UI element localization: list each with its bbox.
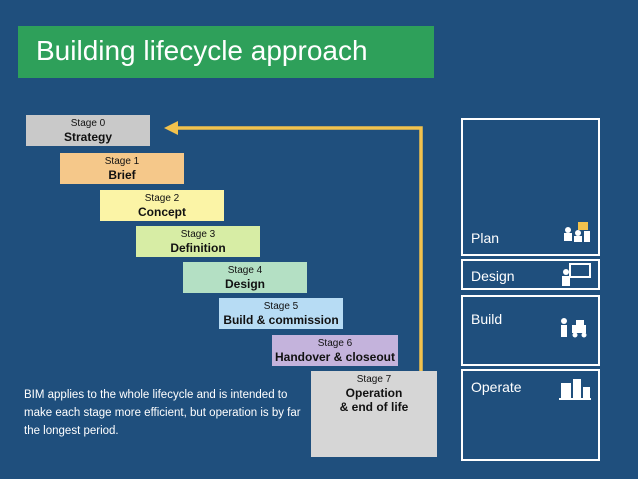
- stage-4: Stage 4 Design: [183, 262, 307, 293]
- title-banner: Building lifecycle approach: [18, 26, 434, 78]
- panel-design: Design: [461, 259, 600, 290]
- stage-0: Stage 0 Strategy: [26, 115, 150, 146]
- stage-number: Stage 4: [227, 265, 263, 276]
- stage-name: Concept: [138, 205, 186, 219]
- design-icon: [562, 263, 591, 286]
- stage-6: Stage 6 Handover & closeout: [272, 335, 398, 366]
- page-title: Building lifecycle approach: [36, 35, 368, 66]
- stage-name: Operation: [345, 386, 403, 400]
- panel-operate: Operate: [461, 369, 600, 461]
- stage-number: Stage 2: [144, 193, 180, 204]
- stage-number: Stage 3: [180, 229, 216, 240]
- stage-number: Stage 1: [104, 156, 140, 167]
- stage-name: Handover & closeout: [274, 350, 396, 364]
- stage-name-continued: & end of life: [339, 400, 409, 414]
- stage-number: Stage 6: [317, 338, 353, 349]
- stage-7: Stage 7 Operation & end of life: [311, 371, 437, 457]
- stage-name: Brief: [108, 168, 136, 182]
- stage-number: Stage 7: [356, 374, 392, 385]
- panel-label: Design: [471, 268, 515, 284]
- stage-name: Strategy: [63, 130, 113, 144]
- panel-label: Operate: [471, 379, 522, 395]
- stage-number: Stage 5: [263, 301, 299, 312]
- stage-name: Definition: [170, 241, 226, 255]
- stage-3: Stage 3 Definition: [136, 226, 260, 257]
- plan-icon: [564, 222, 590, 242]
- stage-2: Stage 2 Concept: [100, 190, 224, 221]
- panel-label: Plan: [471, 230, 500, 246]
- panel-plan: Plan: [461, 118, 600, 256]
- stage-name: Build & commission: [223, 313, 339, 327]
- panel-build: Build: [461, 295, 600, 366]
- stage-name: Design: [224, 277, 265, 291]
- stage-5: Stage 5 Build & commission: [219, 298, 343, 329]
- operate-icon: [559, 379, 591, 400]
- bim-note: BIM applies to the whole lifecycle and i…: [24, 389, 301, 437]
- stage-number: Stage 0: [70, 118, 106, 129]
- build-icon: [561, 318, 587, 338]
- stage-1: Stage 1 Brief: [60, 153, 184, 184]
- panel-label: Build: [471, 311, 503, 327]
